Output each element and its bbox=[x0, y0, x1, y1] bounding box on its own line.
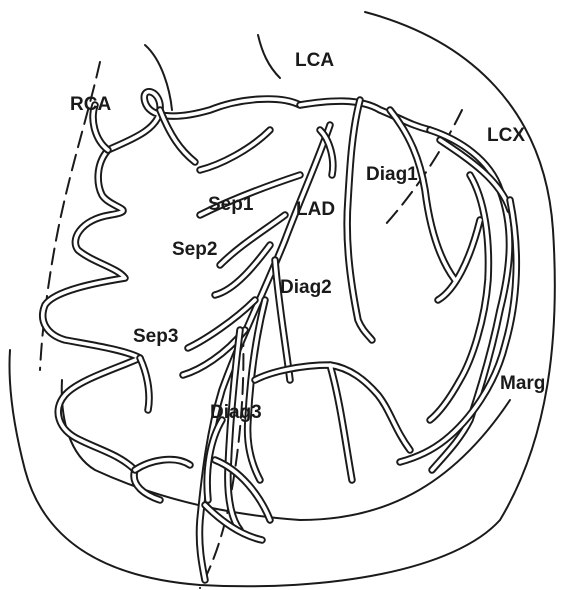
label-lad: LAD bbox=[296, 199, 335, 220]
label-diag1: Diag1 bbox=[366, 164, 418, 185]
label-rca: RCA bbox=[70, 94, 111, 115]
lca-vessel bbox=[300, 101, 430, 130]
label-diag2: Diag2 bbox=[280, 277, 332, 298]
label-sep2: Sep2 bbox=[172, 239, 217, 260]
label-sep1: Sep1 bbox=[208, 194, 254, 215]
rca-branches bbox=[93, 105, 195, 470]
vessel-network bbox=[43, 92, 517, 580]
label-marg: Marg bbox=[500, 373, 545, 394]
left-atrium-contour bbox=[258, 35, 280, 78]
label-lcx: LCX bbox=[487, 125, 525, 146]
label-diag3: Diag3 bbox=[210, 402, 262, 423]
label-lca: LCA bbox=[295, 50, 334, 71]
label-sep3: Sep3 bbox=[133, 326, 178, 347]
diag1-vessel bbox=[347, 100, 372, 340]
